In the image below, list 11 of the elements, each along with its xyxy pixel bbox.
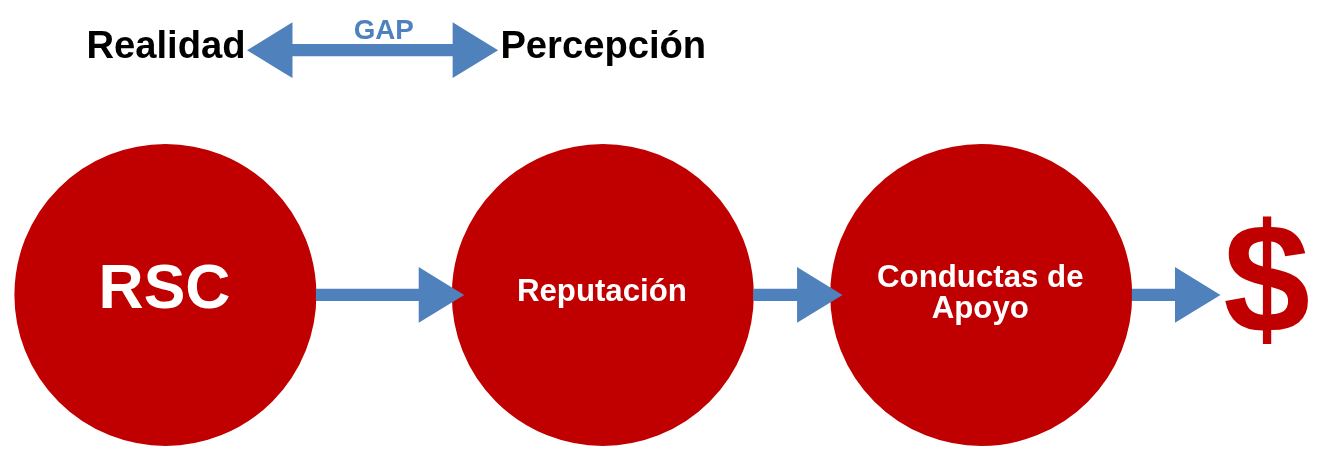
arrow [753,266,843,323]
node-circle: Reputación [451,143,754,446]
node-circle: Conductas de Apoyo [830,143,1133,446]
edge-label: GAP [353,13,414,45]
node-text: Realidad [86,22,246,66]
arrow [247,21,499,78]
arrow [1131,266,1221,323]
arrow [315,266,465,323]
node-text: Percepción [500,22,707,66]
node-circle: RSC [14,143,317,446]
node-text: $ [1223,190,1311,365]
